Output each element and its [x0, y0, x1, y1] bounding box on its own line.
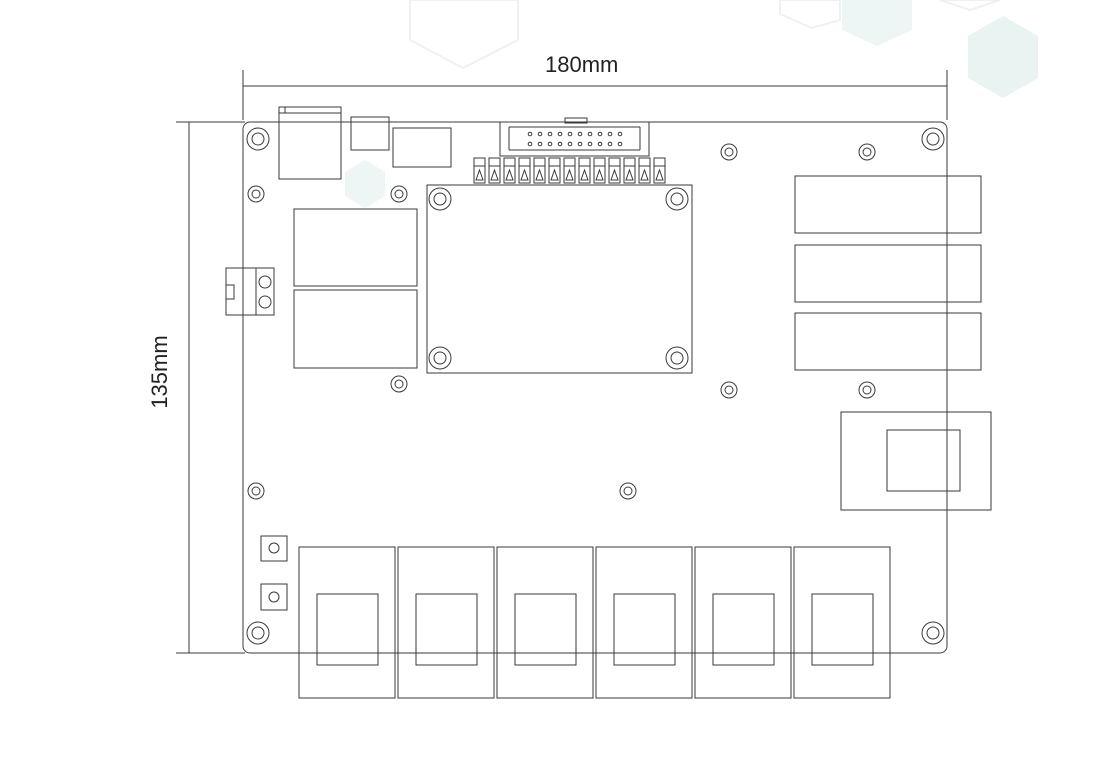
core-module — [426, 184, 693, 374]
led-indicator — [260, 583, 288, 611]
mounting-hole — [428, 187, 452, 211]
header-pin — [567, 141, 573, 147]
relay-1 — [794, 175, 982, 234]
terminal-strip — [473, 157, 666, 184]
mounting-hole — [246, 127, 270, 151]
mounting-hole — [619, 482, 637, 500]
header-pin — [577, 141, 583, 147]
terminal-pin — [533, 157, 546, 184]
idc-header — [499, 117, 650, 157]
height-dimension — [176, 121, 245, 654]
mounting-hole — [390, 375, 408, 393]
width-dimension — [242, 70, 948, 120]
bottom-port — [694, 546, 792, 699]
power-jack — [278, 106, 342, 180]
header-pin — [547, 141, 553, 147]
connector-block-upper — [293, 208, 418, 287]
terminal-pin — [578, 157, 591, 184]
header-pin — [577, 131, 583, 137]
terminal-pin — [488, 157, 501, 184]
mounting-hole — [858, 381, 876, 399]
mounting-hole — [247, 185, 265, 203]
terminal-pin — [518, 157, 531, 184]
bottom-port — [793, 546, 891, 699]
mounting-hole — [665, 187, 689, 211]
header-pin — [617, 131, 623, 137]
side-terminal — [225, 267, 275, 316]
hexagon-filled — [345, 160, 385, 208]
mounting-hole — [921, 127, 945, 151]
board-outline — [242, 121, 948, 654]
terminal-pin — [503, 157, 516, 184]
terminal-pin — [593, 157, 606, 184]
mounting-hole — [921, 621, 945, 645]
mounting-hole — [390, 185, 408, 203]
header-pin — [597, 141, 603, 147]
mounting-hole — [720, 143, 738, 161]
terminal-pin — [548, 157, 561, 184]
mounting-hole — [665, 346, 689, 370]
bottom-port — [595, 546, 693, 699]
hexagon-outline — [779, 0, 841, 30]
header-pin — [617, 141, 623, 147]
hexagon-outline — [939, 0, 1001, 12]
terminal-pin — [623, 157, 636, 184]
width-dimension-label: 180mm — [545, 52, 619, 77]
header-pin — [597, 131, 603, 137]
header-pin — [537, 141, 543, 147]
terminal-pin — [473, 157, 486, 184]
header-pin — [527, 141, 533, 147]
mounting-hole — [247, 482, 265, 500]
height-dimension-label: 135mm — [147, 335, 172, 409]
connector-block-lower — [293, 289, 418, 369]
terminal-pin — [608, 157, 621, 184]
bottom-port — [397, 546, 495, 699]
small-switch — [350, 116, 390, 151]
relay-2 — [794, 244, 982, 303]
terminal-pin — [653, 157, 666, 184]
mounting-hole — [720, 381, 738, 399]
header-pin — [567, 131, 573, 137]
header-pin — [607, 131, 613, 137]
relay-3 — [794, 312, 982, 371]
header-pin — [557, 141, 563, 147]
header-pin — [537, 131, 543, 137]
terminal-pin — [638, 157, 651, 184]
right-edge-module — [840, 411, 992, 511]
mounting-hole — [246, 621, 270, 645]
mounting-holes — [246, 127, 945, 645]
background-hexagons — [409, 0, 1038, 98]
header-pin — [587, 141, 593, 147]
bottom-port — [298, 546, 396, 699]
mounting-hole — [858, 143, 876, 161]
mounting-hole — [428, 346, 452, 370]
header-pin — [557, 131, 563, 137]
header-pin — [607, 141, 613, 147]
small-module — [392, 127, 452, 168]
bottom-port — [496, 546, 594, 699]
hexagon-filled — [842, 0, 912, 46]
led-indicator — [260, 535, 288, 562]
bottom-port-row — [298, 546, 891, 699]
hexagon-outline — [409, 0, 519, 70]
terminal-pin — [563, 157, 576, 184]
hexagon-filled — [968, 16, 1038, 98]
header-pin — [587, 131, 593, 137]
header-pin — [527, 131, 533, 137]
header-pin — [547, 131, 553, 137]
